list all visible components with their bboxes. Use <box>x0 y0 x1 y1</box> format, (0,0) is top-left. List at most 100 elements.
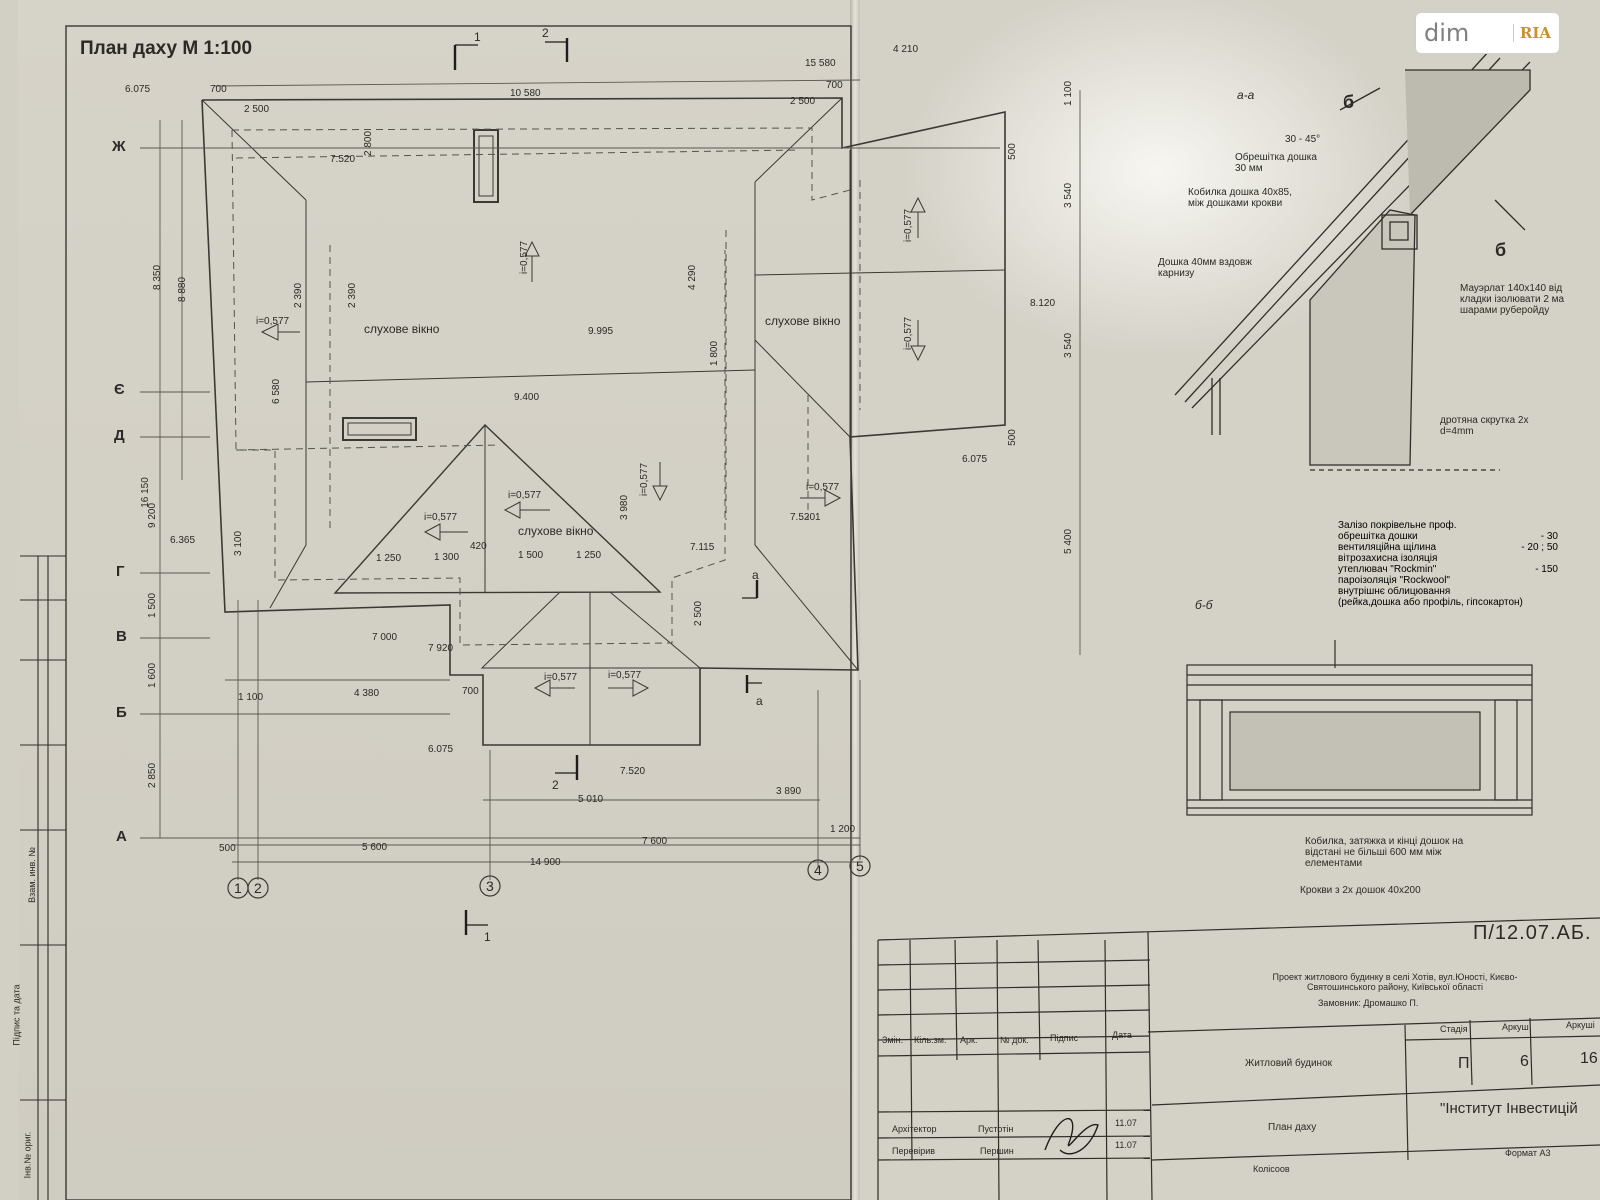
dimension: 1 800 <box>709 340 721 367</box>
dimension: 2 390 <box>347 282 359 309</box>
dimension: 500 <box>1006 429 1018 446</box>
hip-line <box>754 339 851 438</box>
dimension: 3 890 <box>776 786 802 797</box>
axis-number: 3 <box>486 878 494 894</box>
section-mark: б <box>1495 240 1507 260</box>
dimension: 2 500 <box>244 104 270 115</box>
dimension: 3 100 <box>233 530 245 557</box>
section-mark: 2 <box>552 778 559 792</box>
dimension: 1 500 <box>518 550 544 561</box>
layer-name: вентиляційна щілина <box>1338 542 1437 553</box>
sheets-value: 16 <box>1580 1050 1598 1067</box>
right-page <box>858 0 1600 1200</box>
layer-name: вітрозахисна ізоляція <box>1338 553 1438 564</box>
slope-label: i=0,577 <box>639 462 651 497</box>
stamp-header: Підпис <box>1050 1033 1079 1043</box>
slope-label: i=0,577 <box>903 316 915 351</box>
dimension: 4 290 <box>687 264 699 291</box>
dimension: 15 580 <box>805 58 836 69</box>
axis-label: Є <box>114 381 125 398</box>
side-stamp-label: Взам. инв. № <box>26 847 37 903</box>
axis-number: 5 <box>856 858 864 874</box>
dimension: 500 <box>219 843 236 854</box>
name: Пустотін <box>978 1124 1014 1134</box>
dimension: 700 <box>462 686 479 697</box>
drawn-by: Колісоов <box>1253 1164 1290 1174</box>
level: 8.120 <box>1030 298 1056 309</box>
dimension: 5 400 <box>1063 528 1075 555</box>
axis-label: А <box>116 828 127 845</box>
dimension: 500 <box>1006 143 1018 160</box>
dimension: 5 010 <box>578 794 604 805</box>
side-stamp-label: Підпис та дата <box>11 984 22 1046</box>
note: Кобилка, затяжка и кінці дошок на відста… <box>1305 836 1464 869</box>
axis-label: Г <box>116 563 125 580</box>
dimension: 420 <box>470 541 487 552</box>
level: 7.5201 <box>790 512 821 523</box>
side-stamp-label: Інв.№ ориг. <box>22 1131 33 1179</box>
hip-line <box>201 99 307 201</box>
dimension: 2 500 <box>693 600 705 627</box>
roof-outline <box>201 97 1006 746</box>
skylight <box>473 129 499 203</box>
stamp-header: Дата <box>1112 1030 1132 1040</box>
sheet-header: Аркуш <box>1502 1022 1529 1032</box>
dimension: 4 380 <box>354 688 380 699</box>
dimension: 2 850 <box>147 762 159 789</box>
watermark-logo: RIA <box>1512 24 1551 42</box>
level: 9.400 <box>514 392 540 403</box>
axis-number: 1 <box>234 880 242 896</box>
note: Обрешітка дошка 30 мм <box>1235 152 1317 174</box>
layer-name: Залізо покрівельне проф. <box>1338 520 1457 531</box>
skylight <box>342 417 417 441</box>
stamp-header: Арк. <box>960 1035 978 1045</box>
angle-label: 30 - 45° <box>1285 134 1321 145</box>
axis-number: 2 <box>254 880 262 896</box>
format-label: Формат А3 <box>1505 1148 1551 1158</box>
left-page <box>18 0 853 1200</box>
note: Крокви з 2х дошок 40х200 <box>1300 885 1421 896</box>
dimria-watermark: dim RIA <box>1415 12 1560 54</box>
hip-line <box>269 544 307 609</box>
level: 7.520 <box>330 154 356 165</box>
section-mark: а <box>752 568 759 582</box>
dormer-label: слухове вікно <box>364 322 440 336</box>
skylight-inner <box>347 422 412 436</box>
level: 7.520 <box>620 766 646 777</box>
stamp-header: № док. <box>1000 1035 1029 1045</box>
section-mark: б <box>1343 92 1355 112</box>
left-frame <box>65 25 852 1200</box>
project-name: Проект житлового будинку в селі Хотів, в… <box>1272 972 1518 992</box>
dimension: 1 200 <box>830 824 856 835</box>
role: Архітектор <box>892 1124 937 1134</box>
section-mark: а <box>756 694 763 708</box>
axis-label: Б <box>116 704 127 721</box>
drawing-name: План даху <box>1268 1122 1317 1133</box>
detail-title: б-б <box>1195 598 1213 612</box>
dimension: 1 250 <box>376 553 402 564</box>
date: 11.07 <box>1115 1118 1137 1128</box>
building-name: Житловий будинок <box>1245 1058 1333 1069</box>
ridge-line <box>305 369 756 383</box>
layer-name: внутрішнє облицювання <box>1338 586 1451 597</box>
dimension: 700 <box>210 84 227 95</box>
slope-label: i=0,577 <box>256 316 290 327</box>
dimension: 10 580 <box>510 88 541 99</box>
dimension: 3 540 <box>1063 332 1075 359</box>
dimension: 3 980 <box>619 494 631 521</box>
dimension: 2 390 <box>293 282 305 309</box>
slope-label: i=0,577 <box>903 208 915 243</box>
slope-label: i=0,577 <box>544 672 578 683</box>
note: дротяна скрутка 2х d=4mm <box>1440 415 1529 437</box>
slope-label: i=0,577 <box>424 512 458 523</box>
level: 6.365 <box>170 535 196 546</box>
axis-number: 4 <box>814 862 822 878</box>
dimension: 8 350 <box>152 264 164 291</box>
dimension: 5 600 <box>362 842 388 853</box>
sheet-value: 6 <box>1520 1053 1529 1070</box>
dimension: 1 100 <box>238 692 264 703</box>
slope-label: i=0,577 <box>608 670 642 681</box>
dimension: 2 500 <box>790 96 816 107</box>
